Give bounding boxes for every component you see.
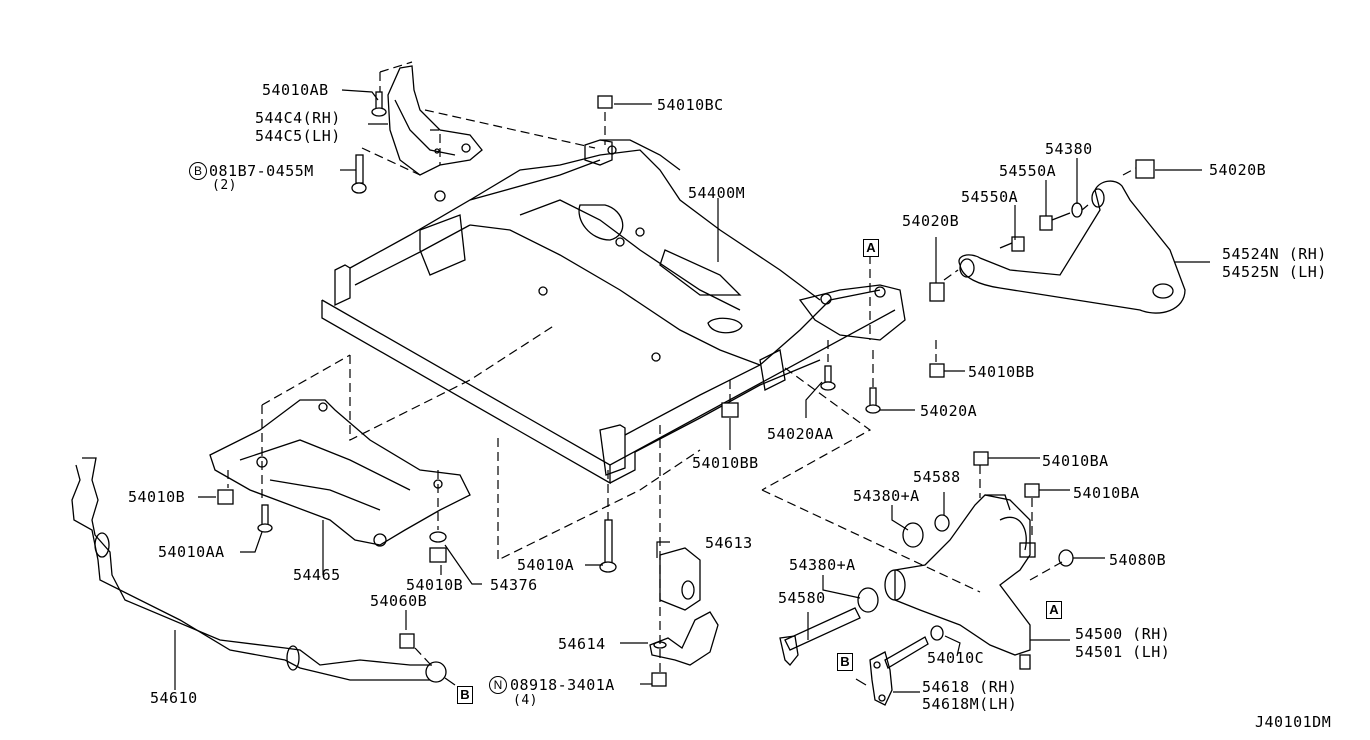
- part-label: 544C4(RH): [255, 109, 341, 127]
- part-label: 54380+A: [789, 556, 856, 574]
- part-label: 54010A: [517, 556, 575, 574]
- upper-link-54524n[interactable]: [958, 180, 1186, 314]
- assembly-lines: [227, 61, 1137, 672]
- part-label: 54618 (RH): [922, 678, 1018, 696]
- part-label: 54614: [558, 635, 606, 653]
- reference-mark-a: A: [863, 239, 879, 257]
- diagram-code: J40101DM: [1255, 713, 1332, 731]
- rod-54580[interactable]: [779, 607, 861, 666]
- part-label: 54376: [490, 576, 538, 594]
- part-label: 54020B: [1209, 161, 1267, 179]
- part-label: 54020B: [902, 212, 960, 230]
- prefix-n-icon: N: [489, 676, 507, 694]
- part-label: 081B7-0455M: [209, 162, 314, 180]
- sub-frame-54465[interactable]: [209, 399, 471, 547]
- leader-lines: [174, 89, 1210, 693]
- part-label: 54524N (RH): [1222, 245, 1327, 263]
- part-label: 54010B: [406, 576, 464, 594]
- part-label: 54010BA: [1042, 452, 1109, 470]
- prefix-b-icon: B: [189, 162, 207, 180]
- part-label: 54010BB: [692, 454, 759, 472]
- reference-mark-b: B: [837, 653, 853, 671]
- reference-mark-b: B: [457, 686, 473, 704]
- part-label: 54010AA: [158, 543, 225, 561]
- suspension-member-54400m[interactable]: [321, 139, 906, 485]
- stabilizer-bar-54610[interactable]: [71, 457, 447, 683]
- part-label: 54020AA: [767, 425, 834, 443]
- part-label: 08918-3401A: [510, 676, 615, 694]
- part-label: 54010AB: [262, 81, 329, 99]
- part-label: 54580: [778, 589, 826, 607]
- fasteners: [217, 91, 1155, 687]
- part-label: 54380: [1045, 140, 1093, 158]
- part-label: 54060B: [370, 592, 428, 610]
- part-label: 54610: [150, 689, 198, 707]
- quantity-label: (4): [513, 693, 538, 708]
- part-label: 54500 (RH): [1075, 625, 1171, 643]
- part-label: 54550A: [961, 188, 1019, 206]
- quantity-label: (2): [212, 178, 237, 193]
- part-label: 54618M(LH): [922, 695, 1018, 713]
- part-label: 54010BA: [1073, 484, 1140, 502]
- part-label: 54588: [913, 468, 961, 486]
- part-label: 54613: [705, 534, 753, 552]
- lower-link-54500[interactable]: [884, 494, 1036, 670]
- part-label: 54380+A: [853, 487, 920, 505]
- reference-mark-a: A: [1046, 601, 1062, 619]
- part-label: 54465: [293, 566, 341, 584]
- part-label: 54501 (LH): [1075, 643, 1171, 661]
- part-label: 54010B: [128, 488, 186, 506]
- part-label: 54010BB: [968, 363, 1035, 381]
- part-label: 54400M: [688, 184, 746, 202]
- part-label: 54080B: [1109, 551, 1167, 569]
- part-label: 544C5(LH): [255, 127, 341, 145]
- part-label: 54550A: [999, 162, 1057, 180]
- bushing-54613[interactable]: [659, 547, 701, 611]
- part-label: 54020A: [920, 402, 978, 420]
- bracket-544c4[interactable]: [387, 65, 483, 176]
- link-54618[interactable]: [869, 636, 929, 706]
- part-label: 54525N (LH): [1222, 263, 1327, 281]
- part-label: 54010BC: [657, 96, 724, 114]
- part-label: 54010C: [927, 649, 985, 667]
